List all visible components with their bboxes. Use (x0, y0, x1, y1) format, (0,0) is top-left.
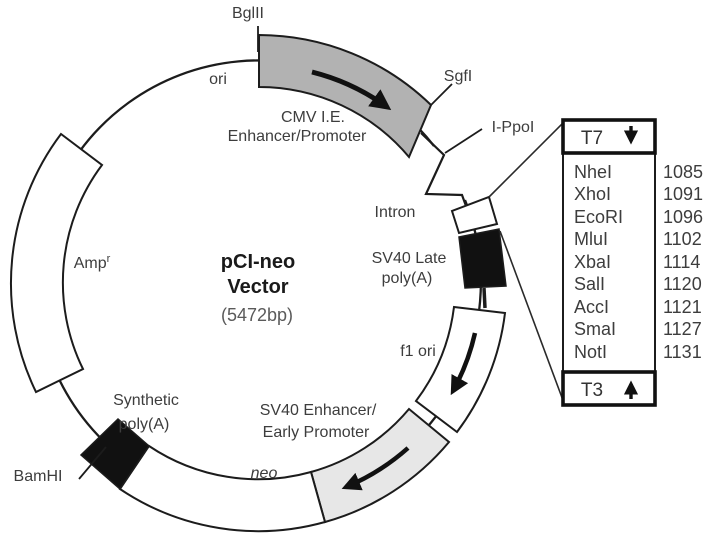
ippoi-site-tick (444, 128, 483, 154)
cmv-direction-arrow-icon (311, 69, 392, 111)
synthetic-polya-label-line2: poly(A) (119, 416, 170, 433)
mcs-callout-line-top (488, 121, 565, 198)
backbone-connector-line (482, 287, 487, 309)
enzyme-name: EcoRI (574, 207, 623, 227)
vector-title: pCI-neo Vector (5472bp) (221, 251, 295, 325)
vector-name-line1: pCI-neo (221, 251, 295, 273)
mcs-table: T7 T3 NheI 1085 XhoI 1091 EcoRI 1096 Mlu… (561, 118, 703, 407)
amp-label-superscript: r (107, 253, 111, 265)
mcs-enzyme-rows: NheI 1085 XhoI 1091 EcoRI 1096 MluI 1102… (574, 162, 703, 362)
vector-name-line2: Vector (227, 276, 288, 298)
enzyme-name: XbaI (574, 252, 611, 272)
enzyme-position: 1085 (663, 162, 703, 182)
bglii-label: BglII (232, 5, 264, 22)
t7-label: T7 (581, 128, 603, 149)
sv40-ep-label-line1: SV40 Enhancer/ (260, 402, 377, 419)
bamhi-site-tick (78, 446, 107, 480)
t7-promoter-cell (561, 118, 657, 155)
cmv-promoter-segment (258, 33, 433, 159)
f1-ori-label: f1 ori (400, 343, 436, 360)
sv40-ep-label-line2: Early Promoter (263, 424, 370, 441)
bamhi-label: BamHI (14, 468, 63, 485)
synthetic-polya-segment (79, 417, 150, 491)
ippoi-label: I-PpoI (492, 119, 535, 136)
enzyme-name: SalI (574, 274, 605, 294)
enzyme-position: 1114 (663, 252, 700, 272)
cmv-label-line1: CMV I.E. (281, 109, 345, 126)
synthetic-polya-label-line1: Synthetic (113, 392, 179, 409)
sv40-late-label-line1: SV40 Late (372, 250, 447, 267)
t3-promoter-cell (561, 370, 657, 407)
enzyme-name: SmaI (574, 319, 616, 339)
sv40-late-polya-segment (458, 228, 507, 289)
enzyme-position: 1096 (663, 207, 703, 227)
enzyme-name: XhoI (574, 184, 611, 204)
intron-zigzag (420, 132, 468, 207)
enzyme-position: 1127 (663, 319, 702, 339)
enzyme-position: 1131 (663, 342, 702, 362)
enzyme-position: 1121 (663, 297, 702, 317)
mcs-region-box (450, 195, 499, 235)
sv40-late-label-line2: poly(A) (382, 270, 433, 287)
neo-gene-label: neo (251, 465, 278, 482)
enzyme-position: 1102 (663, 229, 702, 249)
enzyme-position: 1091 (663, 184, 703, 204)
enzyme-position: 1120 (663, 274, 702, 294)
amp-resistance-label: Ampr (74, 253, 111, 272)
amp-resistance-segment (9, 132, 104, 394)
f1-ori-direction-arrow-icon (450, 332, 478, 396)
enzyme-name: NheI (574, 162, 612, 182)
sv40-early-promoter-arrow-icon (341, 446, 410, 491)
amp-label-base: Amp (74, 255, 107, 272)
ori-label: ori (209, 71, 227, 88)
cmv-label-line2: Enhancer/Promoter (228, 128, 367, 145)
vector-size-label: (5472bp) (221, 305, 293, 325)
t3-label: T3 (581, 380, 603, 401)
enzyme-name: NotI (574, 342, 607, 362)
intron-label: Intron (375, 204, 416, 221)
neo-gene-segment (118, 444, 327, 533)
sgfi-site-tick (430, 83, 453, 106)
sgfi-label: SgfI (444, 68, 472, 85)
f1-ori-segment (414, 305, 507, 434)
enzyme-name: AccI (574, 297, 609, 317)
mcs-callout-line-bottom (499, 230, 565, 404)
feature-labels: BglII ori CMV I.E. Enhancer/Promoter Sgf… (14, 5, 535, 485)
enzyme-name: MluI (574, 229, 608, 249)
